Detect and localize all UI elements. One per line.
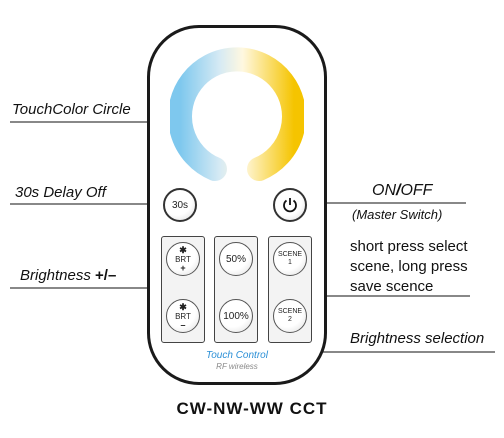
touch-color-wheel[interactable] xyxy=(170,47,304,181)
brand-subtitle: RF wireless xyxy=(216,362,258,371)
scene-2-label: SCENE xyxy=(277,308,303,315)
scene-1-button[interactable]: SCENE 1 xyxy=(273,242,307,276)
scene-line-2: scene, long press xyxy=(350,258,468,275)
brightness-50-label: 50% xyxy=(225,253,246,265)
brightness-100-label: 100% xyxy=(223,310,249,322)
master-switch-label: (Master Switch) xyxy=(352,207,443,222)
scene-1-num: 1 xyxy=(288,259,292,266)
scene-1-label: SCENE xyxy=(277,251,303,258)
delay-off-button[interactable]: 30s xyxy=(163,188,197,222)
model-title: CW-NW-WW CCT xyxy=(176,399,328,418)
brightness-label-text: Brightness xyxy=(20,267,91,284)
brightness-down-label: BRT xyxy=(175,311,191,321)
brightness-50-button[interactable]: 50% xyxy=(219,242,253,276)
brightness-down-button[interactable]: ✱ BRT – xyxy=(166,299,200,333)
brightness-up-label: BRT xyxy=(175,254,191,264)
touch-color-circle-label: TouchColor Circle xyxy=(12,101,131,118)
onoff-label: ON/OFF xyxy=(372,182,432,200)
scene-line-3: save scence xyxy=(350,278,434,295)
scene-2-button[interactable]: SCENE 2 xyxy=(273,299,307,333)
onoff-sep: / xyxy=(396,182,401,199)
sun-icon: ✱ xyxy=(179,301,187,312)
brightness-label: Brightness +/– xyxy=(20,267,116,284)
brightness-100-button[interactable]: 100% xyxy=(219,299,253,333)
power-icon xyxy=(283,198,297,213)
sun-icon: ✱ xyxy=(179,244,187,255)
brightness-down-sign: – xyxy=(180,319,186,330)
power-button[interactable] xyxy=(273,188,307,222)
scene-2-num: 2 xyxy=(288,316,292,323)
delay-off-button-label: 30s xyxy=(171,199,189,211)
delay-off-label: 30s Delay Off xyxy=(15,184,106,201)
scene-line-1: short press select xyxy=(350,238,468,255)
brand-name: Touch Control xyxy=(206,350,268,361)
brightness-selection-label: Brightness selection xyxy=(350,330,485,347)
onoff-on: ON xyxy=(372,182,396,199)
onoff-off: OFF xyxy=(400,182,433,199)
brightness-up-button[interactable]: ✱ BRT + xyxy=(166,242,200,276)
brightness-sign: +/– xyxy=(95,267,117,284)
brightness-up-sign: + xyxy=(180,262,186,273)
